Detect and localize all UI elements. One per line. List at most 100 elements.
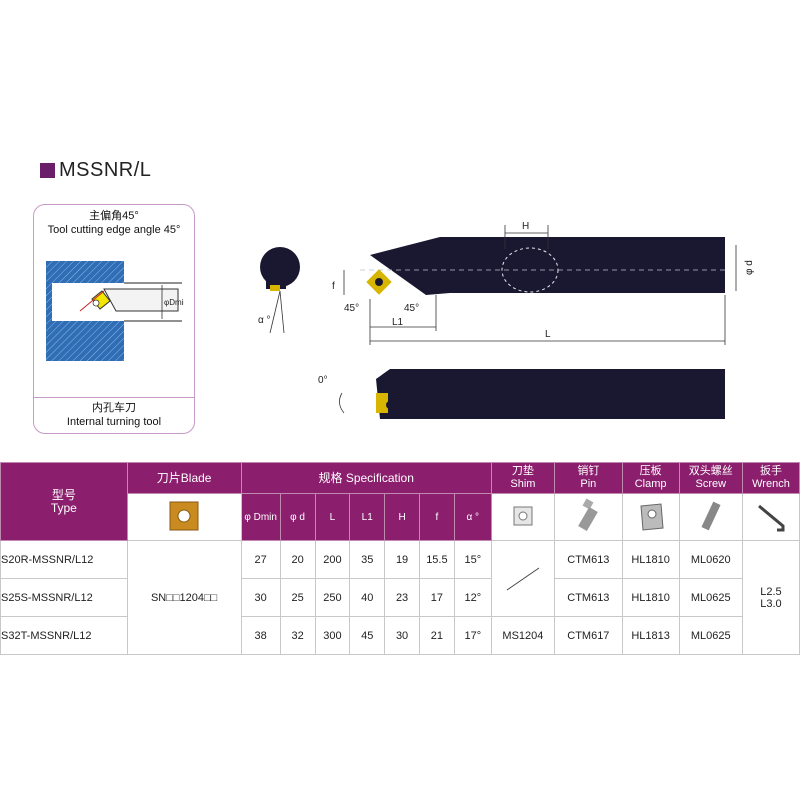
- clamp-icon: [640, 502, 664, 531]
- row-clamp: HL1810: [621, 578, 680, 617]
- blade-image-cell: [126, 493, 242, 541]
- panel-top-cn: 主偏角45°: [89, 210, 139, 222]
- panel-footer: 内孔车刀 Internal turning tool: [34, 397, 194, 433]
- row-d: 32: [279, 616, 316, 655]
- blade-value: SN□□1204□□: [126, 540, 242, 655]
- table-image-row: φ Dmin φ d L L1 H f α °: [1, 493, 800, 541]
- clamp-header-cn: 压板: [639, 465, 662, 477]
- row-type: S32T-MSSNR/L12: [0, 616, 128, 655]
- wrench-header-en: Wrench: [752, 478, 790, 490]
- row-l: 250: [314, 578, 351, 617]
- row-dmin: 27: [240, 540, 281, 579]
- shim-header-cn: 刀垫: [511, 465, 534, 477]
- panel-bottom-en: Internal turning tool: [66, 416, 162, 428]
- table-header-row: 型号 Type 刀片Blade 规格 Specification 刀垫 Shim…: [0, 462, 800, 541]
- row-l1: 40: [349, 578, 386, 617]
- table-row: S20R-MSSNR/L12 SN□□1204□□ 27 20 200 35 1…: [0, 540, 800, 655]
- row-f: 17: [418, 578, 455, 617]
- row-type: S20R-MSSNR/L12: [0, 540, 128, 579]
- row-clamp: HL1813: [621, 616, 680, 655]
- wrench-value-2: L3.0: [760, 597, 782, 610]
- screw-image-cell: [678, 493, 743, 541]
- clamp-image-cell: [621, 493, 680, 541]
- row-alpha: 15°: [453, 540, 492, 579]
- col-f: f: [418, 493, 455, 541]
- col-clamp: 压板 Clamp: [621, 462, 680, 494]
- wrench-image-cell: [741, 493, 800, 541]
- dim-h: H: [522, 221, 529, 232]
- tool-drawings: α ° H φ d f 45° 45° L1 L: [258, 221, 755, 419]
- dim-l: L: [545, 329, 551, 340]
- clamp-header-en: Clamp: [634, 478, 667, 490]
- col-pin: 销钉 Pin: [554, 462, 623, 494]
- row-h: 30: [384, 616, 420, 655]
- tool-bar: [103, 288, 179, 312]
- row-l1: 35: [349, 540, 386, 579]
- shim-header-en: Shim: [510, 478, 536, 490]
- shim-none: [490, 540, 556, 617]
- col-spec: 规格 Specification: [240, 462, 492, 494]
- pin-image-cell: [554, 493, 623, 541]
- panel-bottom-cn: 内孔车刀: [92, 402, 136, 414]
- row-h: 23: [384, 578, 420, 617]
- zero-angle-label: 0°: [318, 375, 328, 386]
- row-screw: ML0620: [678, 540, 743, 579]
- row-h: 19: [384, 540, 420, 579]
- shim-icon: [513, 506, 533, 525]
- col-screw: 双头螺丝 Screw: [678, 462, 743, 494]
- row-f: 21: [418, 616, 455, 655]
- wrench-icon: [757, 504, 785, 531]
- col-alpha: α °: [453, 493, 492, 541]
- dim-l1: L1: [392, 317, 404, 328]
- type-header-en: Type: [50, 500, 77, 515]
- row-l: 300: [314, 616, 351, 655]
- row-type: S25S-MSSNR/L12: [0, 578, 128, 617]
- angle-45-left: 45°: [344, 303, 359, 314]
- cutting-angle-panel: 主偏角45° Tool cutting edge angle 45° φDmin…: [33, 204, 195, 434]
- row-screw: ML0625: [678, 578, 743, 617]
- col-l1: L1: [349, 493, 386, 541]
- col-wrench: 扳手 Wrench: [741, 462, 800, 494]
- boring-bar-bottom: 0°: [318, 369, 725, 419]
- pin-icon: [578, 498, 599, 531]
- row-f: 15.5: [418, 540, 455, 579]
- row-dmin: 38: [240, 616, 281, 655]
- row-shim: MS1204: [490, 616, 556, 655]
- dim-f: f: [332, 281, 335, 292]
- row-clamp: HL1810: [621, 540, 680, 579]
- wrench-value: L2.5 L3.0: [741, 540, 800, 655]
- row-dmin: 30: [240, 578, 281, 617]
- panel-header: 主偏角45° Tool cutting edge angle 45°: [34, 205, 194, 237]
- workpiece-upper: [46, 261, 126, 283]
- col-blade: 刀片Blade: [126, 462, 242, 494]
- screw-icon: [701, 501, 721, 530]
- row-l1: 45: [349, 616, 386, 655]
- pin-header-en: Pin: [580, 478, 597, 490]
- wrench-value-1: L2.5: [760, 585, 782, 598]
- spec-table: 型号 Type 刀片Blade 规格 Specification 刀垫 Shim…: [0, 462, 800, 655]
- pin-header-cn: 销钉: [577, 465, 600, 477]
- row-screw: ML0625: [678, 616, 743, 655]
- insert-blade-icon: [169, 501, 199, 530]
- row-pin: CTM617: [554, 616, 623, 655]
- row-alpha: 17°: [453, 616, 492, 655]
- title-marker: [40, 163, 55, 178]
- table-row: S32T-MSSNR/L12 38 32 300 45 30 21 17° MS…: [0, 616, 800, 655]
- col-h: H: [384, 493, 420, 541]
- shim-image-cell: [490, 493, 556, 541]
- row-l: 200: [314, 540, 351, 579]
- col-shim: 刀垫 Shim: [490, 462, 556, 494]
- boring-bar-top: H φ d f 45° 45° L1 L: [332, 221, 755, 345]
- dim-phi-d: φ d: [744, 260, 755, 275]
- row-alpha: 12°: [453, 578, 492, 617]
- type-header-cn: 型号: [51, 487, 76, 502]
- alpha-label: α °: [258, 315, 271, 326]
- not-applicable-line: [506, 567, 540, 590]
- row-pin: CTM613: [554, 578, 623, 617]
- row-d: 25: [279, 578, 316, 617]
- table-row: S25S-MSSNR/L12 30 25 250 40 23 17 12° CT…: [0, 578, 800, 617]
- row-pin: CTM613: [554, 540, 623, 579]
- product-title: MSSNR/L: [40, 159, 151, 182]
